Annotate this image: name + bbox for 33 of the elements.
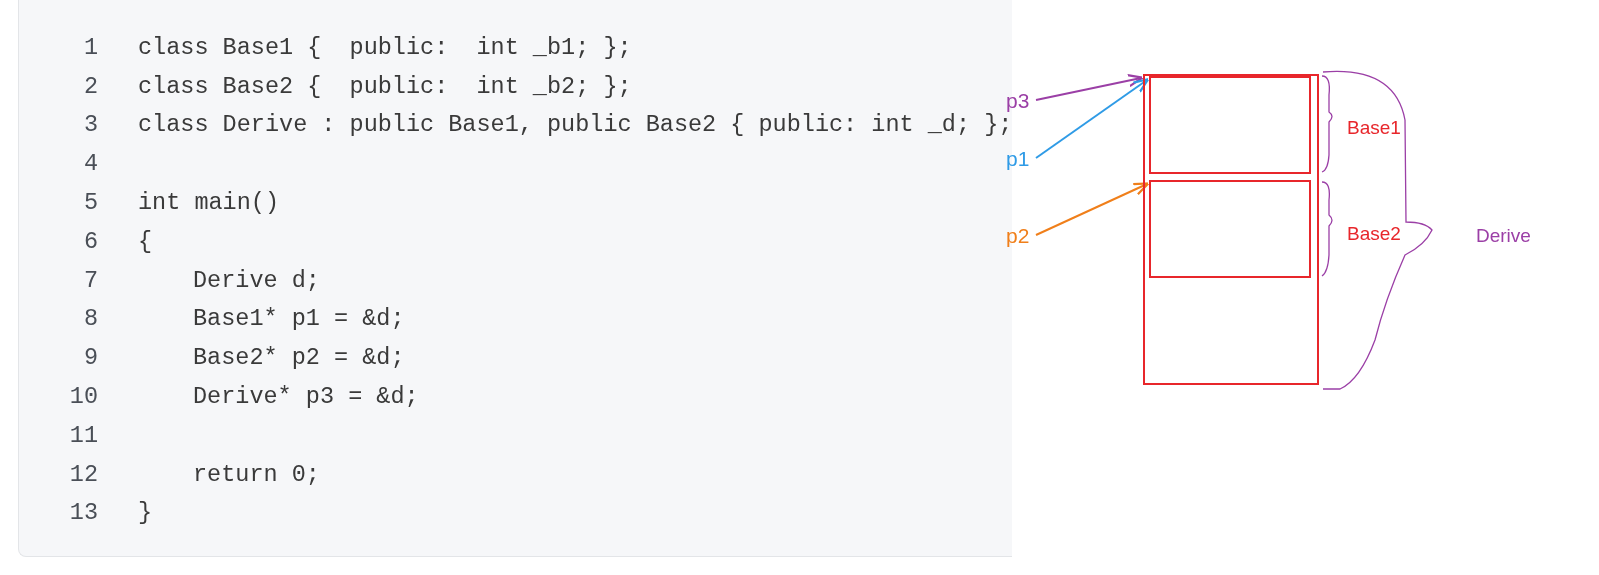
line-number: 6: [82, 226, 98, 257]
code-line: Base1* p1 = &d;: [193, 304, 405, 335]
pointer-label: p3: [1006, 86, 1036, 114]
line-number: 7: [82, 265, 98, 296]
pointer-label: p2: [1006, 221, 1036, 249]
code-line: class Derive : public Base1, public Base2 { public: int _d; };: [138, 111, 1013, 141]
line-number: 11: [68, 420, 98, 451]
code-line: class Base2 { public: int _b2; };: [138, 71, 632, 102]
line-number: 1: [82, 32, 98, 63]
line-number: 3: [82, 110, 98, 141]
code-line: }: [138, 498, 153, 529]
code-line: int main(): [138, 187, 280, 218]
code-line: return 0;: [193, 459, 320, 490]
arrow: [1035, 74, 1144, 101]
line-number: 2: [82, 71, 98, 102]
line-number: 9: [82, 343, 98, 374]
arrow: [1035, 182, 1150, 236]
code-line: Base2* p2 = &d;: [193, 343, 405, 374]
object-label: Derive: [1476, 226, 1531, 245]
line-number: 12: [68, 459, 98, 490]
line-number: 5: [82, 187, 98, 218]
arrow: [1035, 78, 1150, 159]
line-number: 10: [68, 381, 98, 412]
subobject-label: Base1: [1347, 118, 1401, 137]
code-line: Derive d;: [193, 265, 320, 296]
line-number: 4: [82, 149, 98, 180]
subobject-label: Base2: [1347, 224, 1401, 243]
line-number: 13: [68, 498, 98, 529]
code-line: class Base1 { public: int _b1; };: [138, 32, 632, 63]
code-line: Derive* p3 = &d;: [193, 381, 419, 412]
line-number: 8: [82, 304, 98, 335]
pointer-label: p1: [1006, 144, 1036, 172]
code-line: {: [138, 226, 153, 257]
